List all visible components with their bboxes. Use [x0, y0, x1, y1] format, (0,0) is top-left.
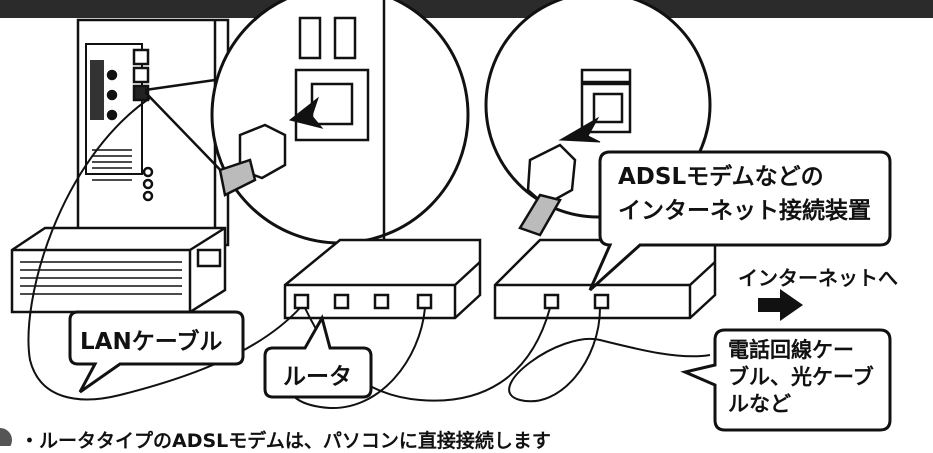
internet-label: インターネットへ [738, 266, 898, 290]
tower-base [10, 226, 227, 314]
pc-port-zoom [144, 0, 470, 245]
top-bar [0, 0, 933, 18]
bottom-note: ・ルータタイプのADSLモデムは、パソコンに直接接続します [20, 430, 551, 452]
phone-cable-label: 電話回線ケー ブル、光ケーブ ルなど [728, 337, 874, 418]
phone-cable-label-line1: 電話回線ケー [728, 338, 854, 362]
phone-cable-label-line3: ルなど [728, 392, 791, 416]
callout-shapes [68, 150, 892, 432]
modem-label-line1: ADSLモデムなどの [618, 164, 824, 190]
computer-tower [76, 18, 230, 247]
phone-cable-label-line2: ブル、光ケーブ [728, 365, 874, 389]
note-bullet-icon [0, 428, 12, 446]
right-arrow-icon [758, 289, 803, 321]
router-label: ルータ [283, 364, 352, 390]
modem-label: ADSLモデムなどの インターネット接続装置 [618, 160, 871, 228]
modem-label-line2: インターネット接続装置 [618, 198, 871, 224]
modem-device [493, 238, 717, 320]
lan-cable-label: LANケーブル [80, 329, 223, 355]
router-device [283, 238, 482, 320]
